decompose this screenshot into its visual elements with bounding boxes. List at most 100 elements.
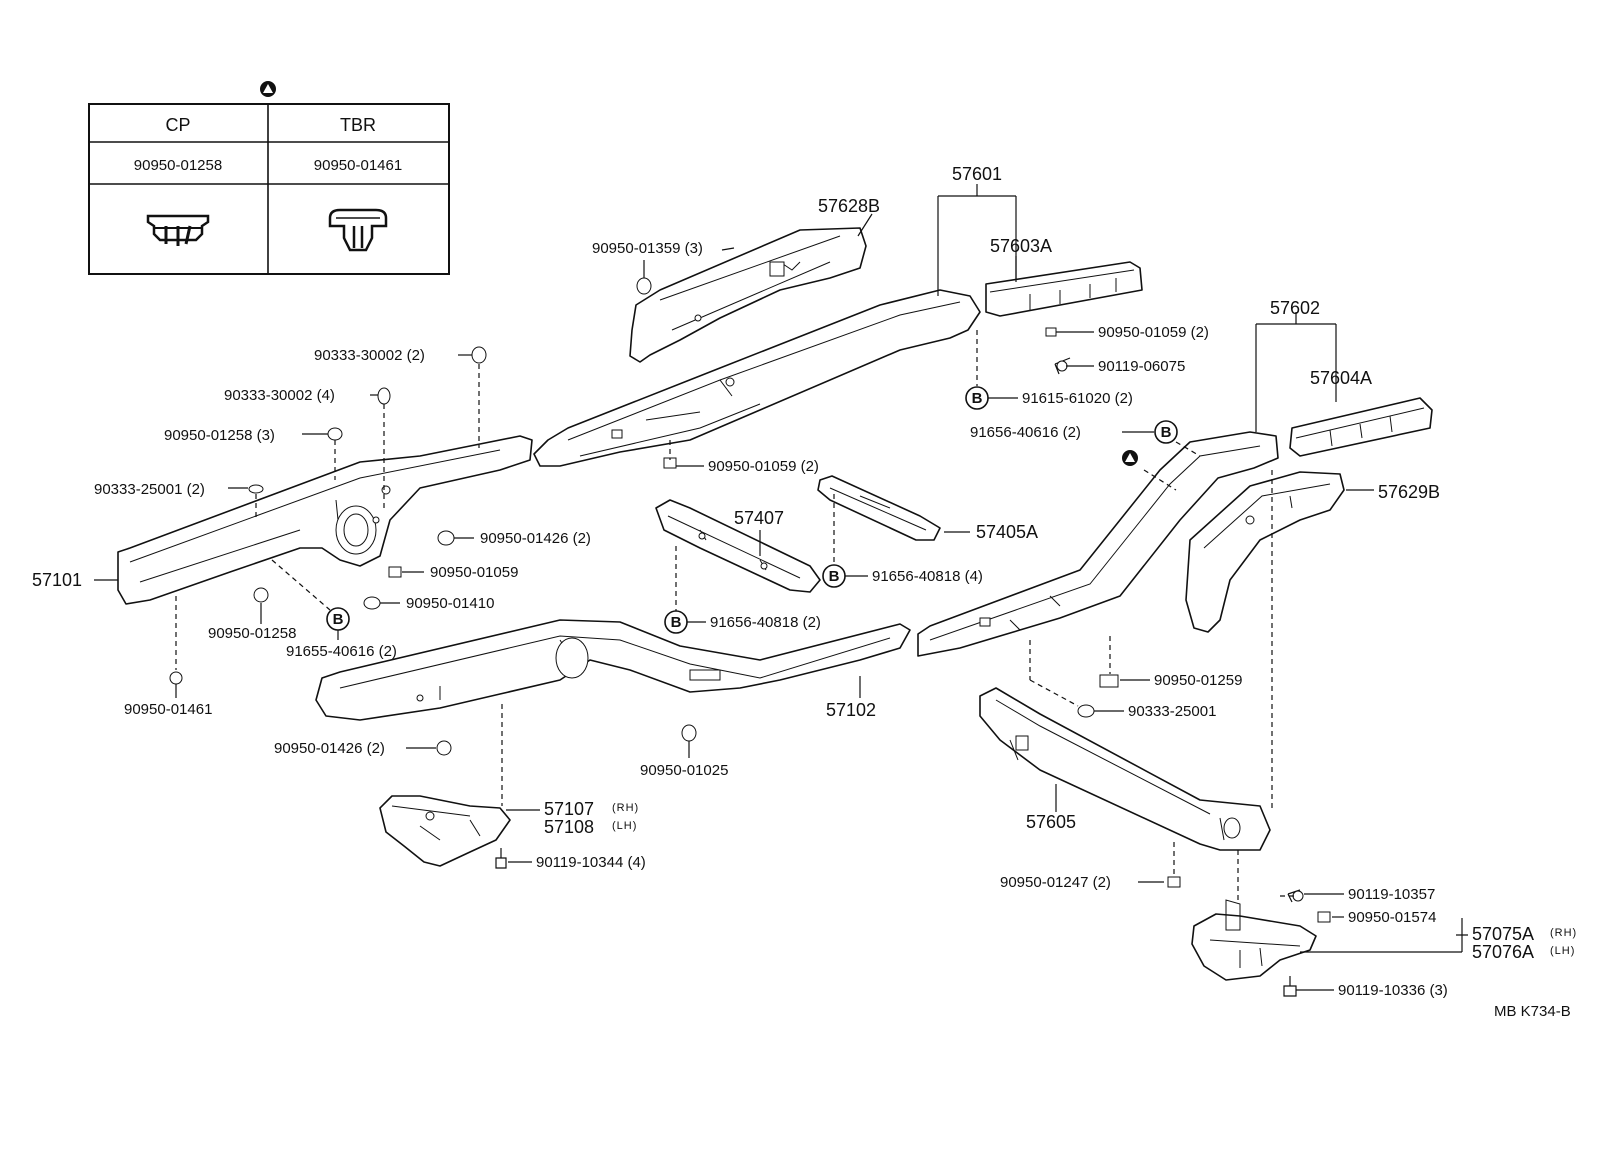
fastener-90950-01359 bbox=[636, 277, 652, 295]
label-57075a: 57075A bbox=[1472, 924, 1534, 944]
part-labels: 57628B 57601 57603A 57602 57604A 57629B … bbox=[32, 164, 1577, 1020]
label-90333-30002-b: 90333-30002 (4) bbox=[224, 387, 335, 404]
b-bubble-91656-40616: B bbox=[1154, 420, 1178, 444]
fastener-90119-10344 bbox=[495, 848, 507, 869]
fastener-90119-10336 bbox=[1283, 976, 1297, 997]
part-57102-drawing bbox=[315, 619, 911, 721]
label-57076a: 57076A bbox=[1472, 942, 1534, 962]
label-57108: 57108 bbox=[544, 817, 594, 837]
legend-header-tbr: TBR bbox=[340, 115, 376, 135]
b-bubble-91656-40818a: B bbox=[822, 564, 846, 588]
label-90950-01247: 90950-01247 (2) bbox=[1000, 874, 1111, 891]
part-57407-drawing bbox=[655, 499, 821, 593]
label-90119-10336: 90119-10336 (3) bbox=[1338, 982, 1448, 999]
legend-header-cp: CP bbox=[165, 115, 190, 135]
label-57604a: 57604A bbox=[1310, 368, 1372, 388]
fastener-90333-25001-b bbox=[1077, 704, 1095, 718]
cp-clip-icon bbox=[146, 214, 210, 246]
part-57628b-drawing bbox=[629, 227, 867, 363]
label-57102: 57102 bbox=[826, 700, 876, 720]
fastener-90950-01259 bbox=[1099, 674, 1119, 688]
label-91655-40616: 91655-40616 (2) bbox=[286, 643, 397, 660]
part-57602-drawing bbox=[917, 431, 1279, 657]
fastener-90950-01461 bbox=[169, 671, 183, 685]
fastener-90333-25001-a bbox=[248, 484, 264, 494]
svg-text:B: B bbox=[972, 390, 983, 407]
label-90119-06075: 90119-06075 bbox=[1098, 358, 1185, 375]
label-90950-01059-b: 90950-01059 (2) bbox=[708, 458, 819, 475]
label-90950-01259: 90950-01259 bbox=[1154, 672, 1242, 689]
label-57628b: 57628B bbox=[818, 196, 880, 216]
label-57603a: 57603A bbox=[990, 236, 1052, 256]
label-91656-40818-b: 91656-40818 (2) bbox=[710, 614, 821, 631]
label-57405a: 57405A bbox=[976, 522, 1038, 542]
part-57629b-drawing bbox=[1185, 471, 1345, 633]
label-57602: 57602 bbox=[1270, 298, 1320, 318]
label-90333-25001-a: 90333-25001 (2) bbox=[94, 481, 205, 498]
label-90119-10344: 90119-10344 (4) bbox=[536, 854, 646, 871]
part-57101-drawing bbox=[117, 435, 533, 605]
part-57604a-drawing bbox=[1289, 397, 1433, 457]
fastener-90950-01059-a bbox=[388, 566, 402, 578]
label-90333-30002-a: 90333-30002 (2) bbox=[314, 347, 425, 364]
label-57629b: 57629B bbox=[1378, 482, 1440, 502]
tbr-clip-icon bbox=[328, 208, 388, 252]
fastener-90950-01025 bbox=[681, 724, 697, 742]
label-57407: 57407 bbox=[734, 508, 784, 528]
label-57107: 57107 bbox=[544, 799, 594, 819]
svg-text:B: B bbox=[671, 614, 682, 631]
label-57605: 57605 bbox=[1026, 812, 1076, 832]
label-90950-01059-c: 90950-01059 (2) bbox=[1098, 324, 1209, 341]
drawing-code: MB K734-B bbox=[1494, 1003, 1571, 1020]
label-91656-40818-a: 91656-40818 (4) bbox=[872, 568, 983, 585]
part-57603a-drawing bbox=[985, 261, 1143, 317]
leader-lines bbox=[94, 184, 1468, 991]
label-57107-rh: (RH) bbox=[612, 802, 639, 814]
fastener-90333-30002-b bbox=[377, 387, 391, 405]
label-57101: 57101 bbox=[32, 570, 82, 590]
b-bubble-91615: B bbox=[965, 386, 989, 410]
label-90950-01574: 90950-01574 bbox=[1348, 909, 1436, 926]
part-57075a-57076a-drawing bbox=[1191, 899, 1317, 981]
fastener-90950-01247 bbox=[1167, 876, 1181, 888]
fastener-90950-01059-c bbox=[1045, 327, 1057, 337]
fastener-90950-01426-b bbox=[436, 740, 452, 756]
svg-text:B: B bbox=[1161, 424, 1172, 441]
fastener-90950-01258-b bbox=[253, 587, 269, 603]
label-90333-25001-b: 90333-25001 bbox=[1128, 703, 1216, 720]
label-90950-01426-b: 90950-01426 (2) bbox=[274, 740, 385, 757]
label-90950-01258-b: 90950-01258 bbox=[208, 625, 296, 642]
label-90950-01359: 90950-01359 (3) bbox=[592, 240, 703, 257]
triangle-circle-mark-2 bbox=[1122, 450, 1138, 466]
b-bubble-91656-40818b: B bbox=[664, 610, 688, 634]
label-90119-10357: 90119-10357 bbox=[1348, 886, 1435, 903]
label-91656-40616: 91656-40616 (2) bbox=[970, 424, 1081, 441]
label-57075a-rh: (RH) bbox=[1550, 927, 1577, 939]
label-57076a-lh: (LH) bbox=[1550, 945, 1575, 957]
part-57405a-drawing bbox=[817, 475, 941, 541]
svg-text:B: B bbox=[829, 568, 840, 585]
label-90950-01461: 90950-01461 bbox=[124, 701, 212, 718]
legend-cp-part-number: 90950-01258 bbox=[134, 157, 222, 174]
label-57108-lh: (LH) bbox=[612, 820, 637, 832]
triangle-circle-mark bbox=[260, 81, 276, 97]
label-90950-01059-a: 90950-01059 bbox=[430, 564, 518, 581]
label-90950-01426-a: 90950-01426 (2) bbox=[480, 530, 591, 547]
label-57601: 57601 bbox=[952, 164, 1002, 184]
svg-text:B: B bbox=[333, 611, 344, 628]
label-90950-01410: 90950-01410 bbox=[406, 595, 494, 612]
b-bubbles: B B B B B bbox=[326, 386, 1178, 634]
fastener-90333-30002-a bbox=[471, 346, 487, 364]
fastener-90950-01258-a bbox=[327, 427, 343, 441]
fastener-90950-01410 bbox=[363, 596, 381, 610]
label-90950-01025: 90950-01025 bbox=[640, 762, 728, 779]
part-57107-57108-drawing bbox=[379, 795, 511, 867]
legend-tbr-part-number: 90950-01461 bbox=[314, 157, 402, 174]
fastener-90950-01426-a bbox=[437, 530, 455, 546]
legend-table: CP TBR 90950-01258 90950-01461 bbox=[88, 81, 450, 275]
label-91615-61020: 91615-61020 (2) bbox=[1022, 390, 1133, 407]
b-bubble-91655: B bbox=[326, 607, 350, 631]
label-90950-01258-a: 90950-01258 (3) bbox=[164, 427, 275, 444]
part-57601-drawing bbox=[533, 289, 981, 467]
